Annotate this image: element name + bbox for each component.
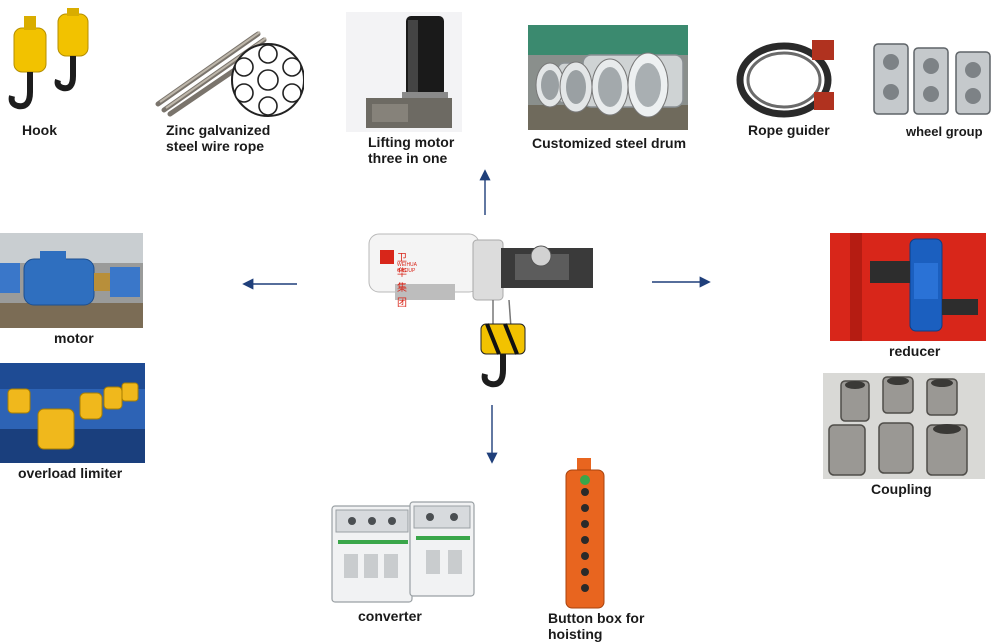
reducer-image	[830, 233, 986, 341]
button-box-image	[560, 458, 610, 610]
overload-limiter-label: overload limiter	[18, 465, 123, 481]
lifting-motor-image	[346, 12, 462, 132]
overload-limiter-image	[0, 363, 145, 463]
converter-label: converter	[358, 608, 422, 624]
button-box-label-line1: Button box for	[548, 610, 645, 626]
wheel-group-label: wheel group	[906, 124, 983, 139]
wire-rope-label-line2: steel wire rope	[166, 138, 265, 154]
rope-guider-label: Rope guider	[748, 122, 830, 138]
converter-image	[330, 498, 478, 606]
button-box-label-line2: hoisting	[548, 626, 603, 642]
hook-label: Hook	[22, 122, 57, 138]
wire-rope-label: Zinc galvanized steel wire rope	[166, 122, 306, 154]
motor-label: motor	[54, 330, 94, 346]
brand-sub: WEIHUA GROUP	[397, 262, 417, 274]
wire-rope-label-line1: Zinc galvanized	[166, 122, 271, 138]
hoist-image	[365, 220, 605, 400]
steel-drum-label: Customized steel drum	[532, 135, 687, 151]
lifting-motor-label-line2: three in one	[368, 150, 448, 166]
button-box-label: Button box for hoisting	[548, 610, 668, 642]
steel-drum-image	[528, 25, 688, 130]
rope-guider-image	[734, 36, 840, 120]
brand-logo-icon	[380, 250, 394, 264]
lifting-motor-label-line1: Lifting motor	[368, 134, 455, 150]
wheel-group-image	[870, 40, 998, 120]
brand-mark: 卫华集团	[397, 253, 407, 309]
hook-image	[8, 8, 100, 120]
lifting-motor-label: Lifting motor three in one	[368, 134, 468, 166]
motor-image	[0, 233, 143, 328]
coupling-image	[823, 373, 985, 479]
coupling-label: Coupling	[871, 481, 932, 497]
reducer-label: reducer	[889, 343, 941, 359]
wire-rope-image	[152, 24, 304, 120]
